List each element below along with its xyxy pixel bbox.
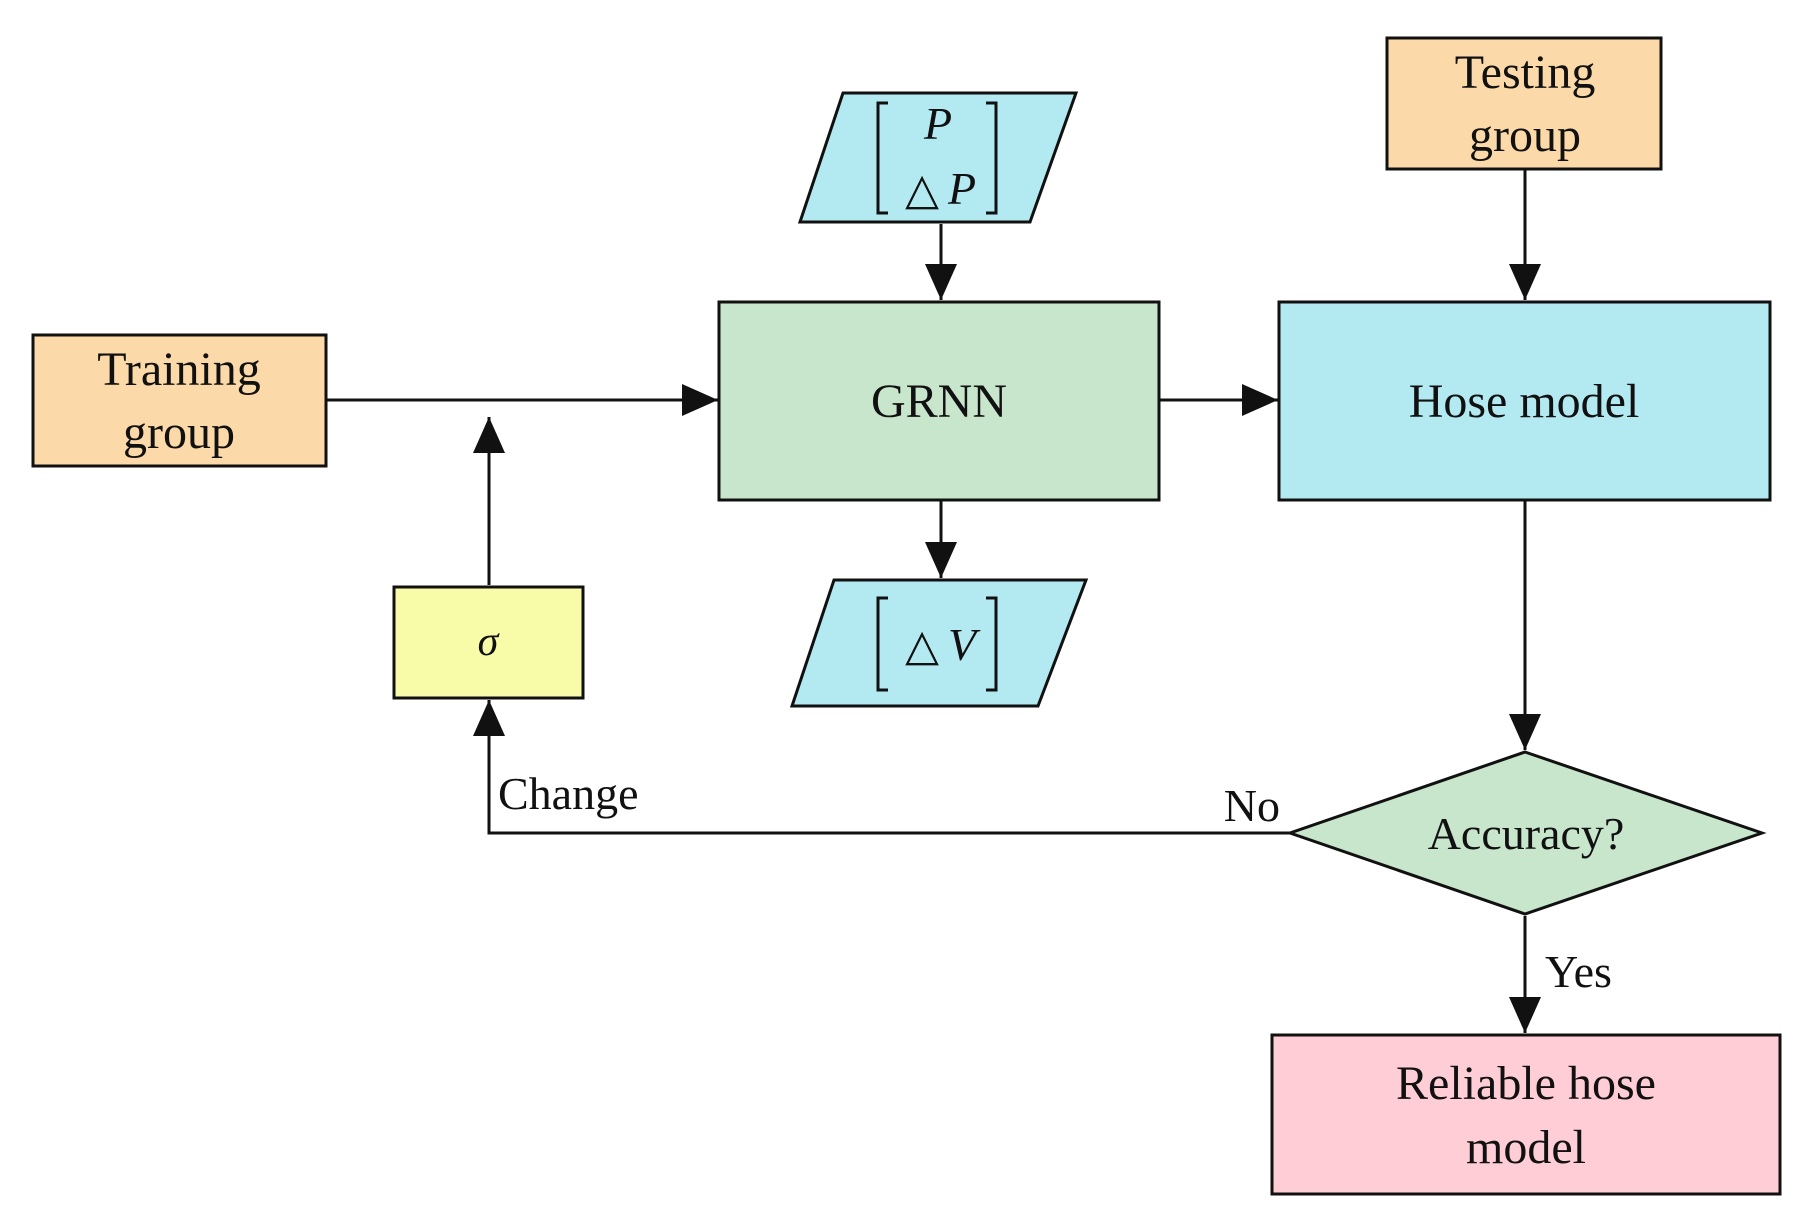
output-delta-symbol: △ <box>905 620 939 671</box>
grnn-label: GRNN <box>871 375 1007 428</box>
input-bracket-left <box>876 101 888 215</box>
change-edge-label: Change <box>498 768 639 819</box>
hose-model-node: Hose model <box>1277 300 1772 502</box>
testing-group-box <box>1385 36 1663 171</box>
output-bracket-left <box>876 596 888 692</box>
edge-accuracy-no <box>473 700 1290 835</box>
input-delta-symbol: △ <box>905 164 939 215</box>
grnn-box <box>717 300 1161 502</box>
input-bracket-right <box>986 101 998 215</box>
accuracy-decision-node: Accuracy? <box>1285 750 1767 916</box>
training-group-box <box>31 333 328 468</box>
sigma-node: σ <box>392 585 585 700</box>
testing-group-node: Testing group <box>1385 36 1663 171</box>
testing-group-line1: Testing <box>1455 46 1596 99</box>
training-group-line2: group <box>123 406 235 459</box>
output-deltav-var: V <box>948 619 981 670</box>
input-vector-node: P △ P <box>797 91 1079 224</box>
sigma-box <box>392 585 585 700</box>
hose-model-label: Hose model <box>1409 375 1640 428</box>
output-vector-node: △ V <box>789 578 1089 708</box>
accuracy-label: Accuracy? <box>1428 808 1625 859</box>
hose-model-box <box>1277 300 1772 502</box>
testing-group-line2: group <box>1469 109 1581 162</box>
yes-edge-label: Yes <box>1545 946 1612 997</box>
sigma-label: σ <box>478 619 501 665</box>
input-p-label: P <box>923 98 952 149</box>
reliable-hose-model-line2: model <box>1466 1121 1586 1174</box>
training-group-line1: Training <box>97 343 261 396</box>
reliable-hose-model-node: Reliable hose model <box>1270 1033 1782 1196</box>
accuracy-diamond <box>1285 750 1767 916</box>
reliable-hose-model-line1: Reliable hose <box>1396 1057 1656 1110</box>
no-edge-label: No <box>1224 780 1280 831</box>
input-deltap-var: P <box>947 163 976 214</box>
output-bracket-right <box>986 596 998 692</box>
reliable-hose-model-box <box>1270 1033 1782 1196</box>
connectors <box>327 170 1541 1033</box>
training-group-node: Training group <box>31 333 328 468</box>
input-vector-shape <box>797 91 1079 224</box>
grnn-node: GRNN <box>717 300 1161 502</box>
output-vector-shape <box>789 578 1089 708</box>
